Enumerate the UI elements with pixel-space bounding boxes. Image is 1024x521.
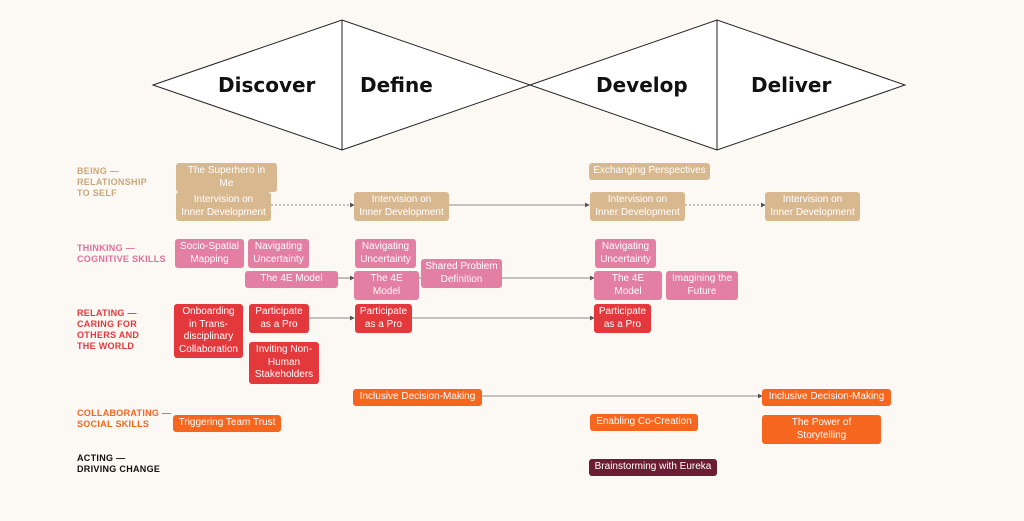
tool-4e-model-define[interactable]: The 4E Model — [354, 271, 419, 300]
tool-inclusive-decision-making-deliver[interactable]: Inclusive Decision-Making — [762, 389, 891, 406]
phase-deliver: Deliver — [751, 73, 832, 97]
tool-intervision-discover[interactable]: Intervision on Inner Development — [176, 192, 271, 221]
tool-inclusive-decision-making-define[interactable]: Inclusive Decision-Making — [353, 389, 482, 406]
tool-intervision-define[interactable]: Intervision on Inner Development — [354, 192, 449, 221]
tool-superhero-in-me[interactable]: The Superhero in Me — [176, 163, 277, 192]
tool-navigating-uncertainty-develop[interactable]: Navigating Uncertainty — [595, 239, 656, 268]
tool-exchanging-perspectives[interactable]: Exchanging Perspectives — [589, 163, 710, 180]
tool-intervision-deliver[interactable]: Intervision on Inner Development — [765, 192, 860, 221]
category-collaborating: COLLABORATING — SOCIAL SKILLS — [77, 408, 172, 429]
tool-inviting-non-human-stakeholders[interactable]: Inviting Non- Human Stakeholders — [249, 342, 319, 384]
tool-shared-problem-definition[interactable]: Shared Problem Definition — [421, 259, 502, 288]
category-thinking: THINKING — COGNITIVE SKILLS — [77, 243, 166, 264]
tool-navigating-uncertainty-discover[interactable]: Navigating Uncertainty — [248, 239, 309, 268]
phase-develop: Develop — [596, 73, 688, 97]
category-acting: ACTING — DRIVING CHANGE — [77, 453, 161, 474]
tool-imagining-the-future[interactable]: Imagining the Future — [666, 271, 738, 300]
tool-navigating-uncertainty-define[interactable]: Navigating Uncertainty — [355, 239, 416, 268]
tool-brainstorming-with-eureka[interactable]: Brainstorming with Eureka — [589, 459, 717, 476]
tool-participate-as-pro-develop[interactable]: Participate as a Pro — [594, 304, 651, 333]
tool-4e-model-develop[interactable]: The 4E Model — [594, 271, 662, 300]
tool-triggering-team-trust[interactable]: Triggering Team Trust — [173, 415, 281, 432]
tool-onboarding-transdisciplinary[interactable]: Onboarding in Trans- disciplinary Collab… — [174, 304, 243, 358]
phase-define: Define — [360, 73, 433, 97]
category-relating: RELATING — CARING FOR OTHERS AND THE WOR… — [77, 308, 140, 351]
tool-4e-model-discover[interactable]: The 4E Model — [245, 271, 338, 288]
tool-participate-as-pro-discover[interactable]: Participate as a Pro — [249, 304, 309, 333]
tool-participate-as-pro-define[interactable]: Participate as a Pro — [355, 304, 412, 333]
tool-socio-spatial-mapping[interactable]: Socio-Spatial Mapping — [175, 239, 244, 268]
category-being: BEING — RELATIONSHIP TO SELF — [77, 166, 147, 198]
tool-power-of-storytelling[interactable]: The Power of Storytelling — [762, 415, 881, 444]
tool-intervision-develop[interactable]: Intervision on Inner Development — [590, 192, 685, 221]
double-diamond — [151, 19, 907, 151]
phase-discover: Discover — [218, 73, 316, 97]
tool-enabling-co-creation[interactable]: Enabling Co-Creation — [590, 414, 698, 431]
